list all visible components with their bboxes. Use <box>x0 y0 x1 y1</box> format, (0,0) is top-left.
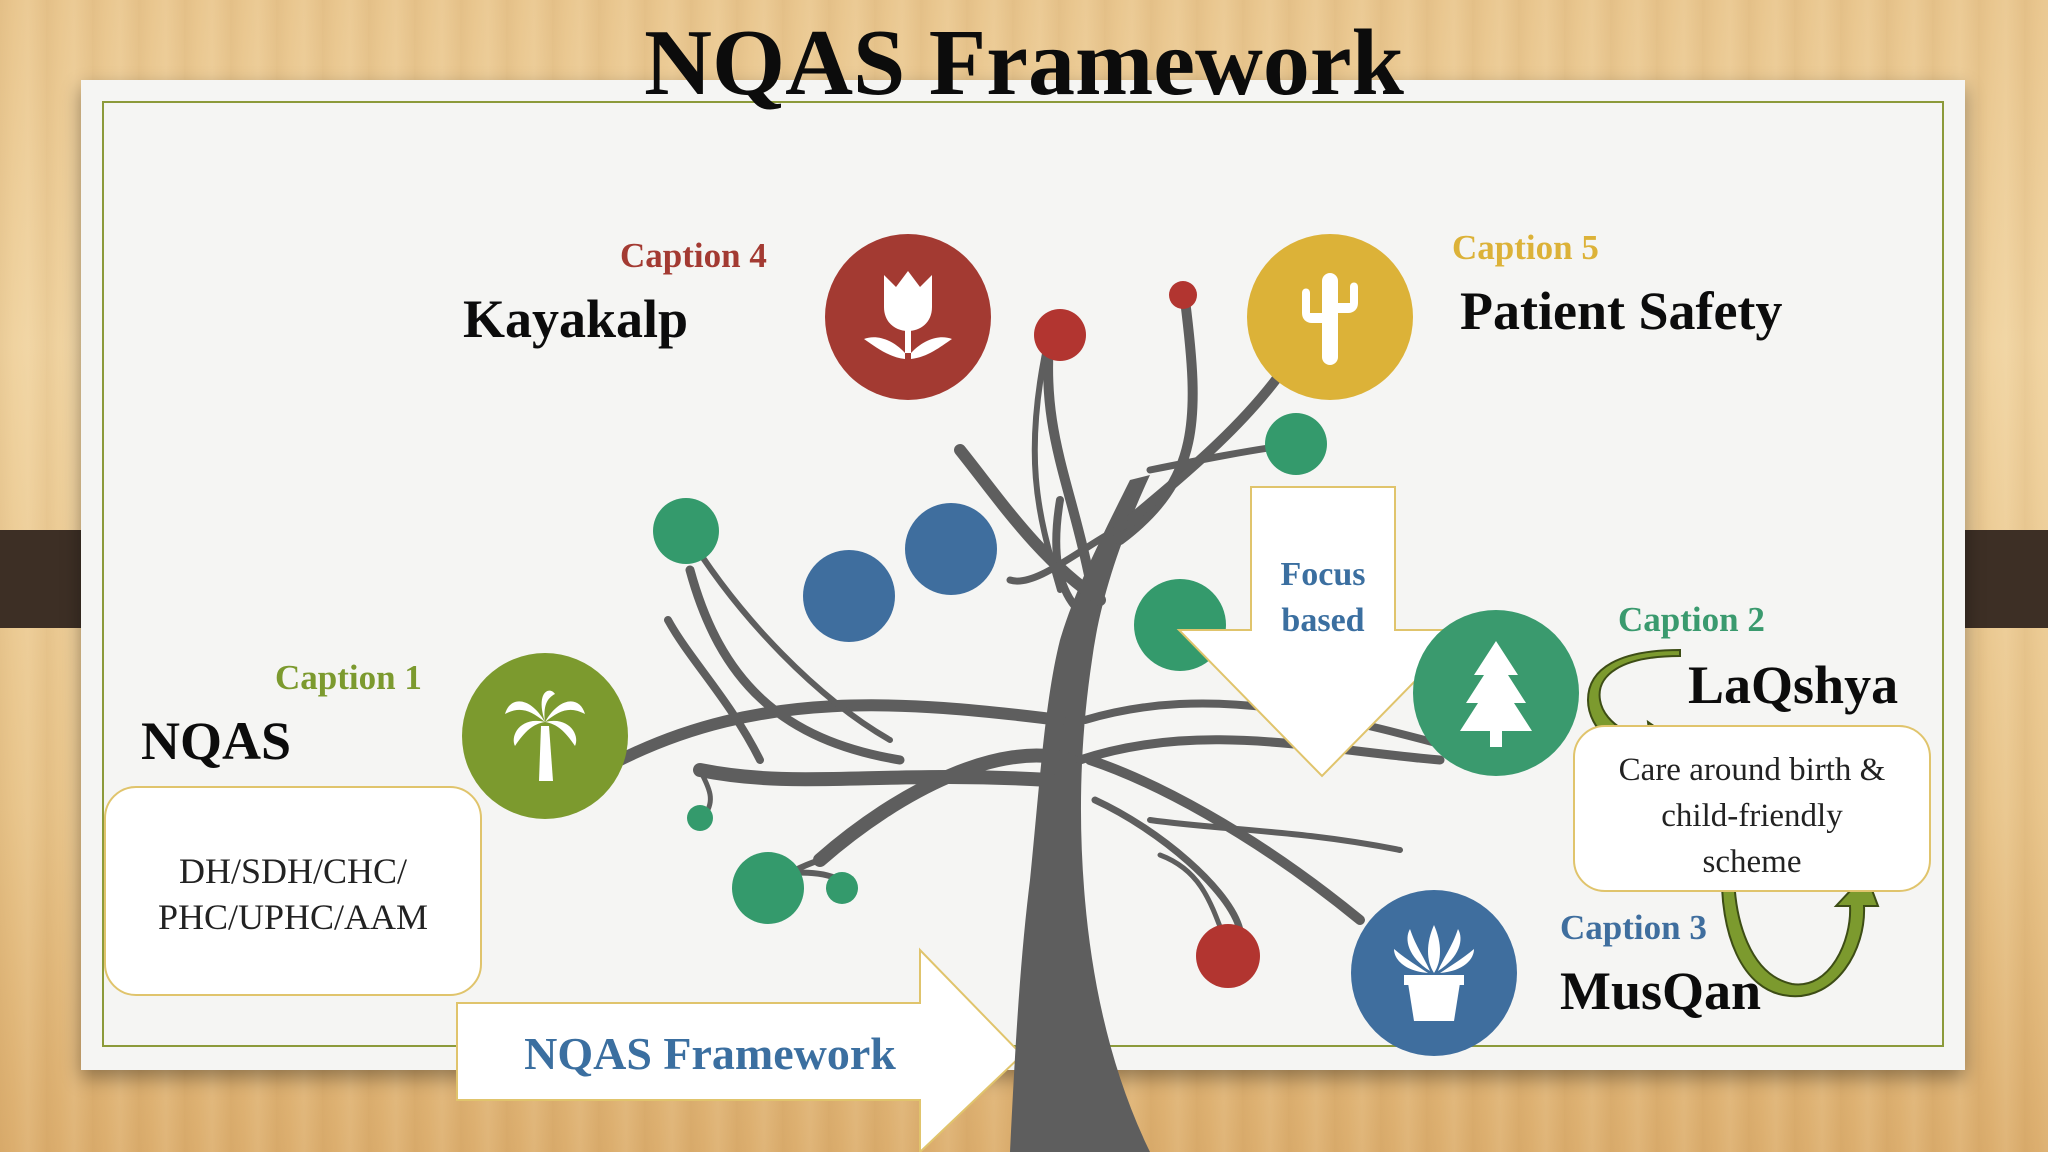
potted-plant-icon <box>1394 925 1474 1021</box>
caption2-heading: LaQshya <box>1688 655 1899 715</box>
tree-trunk <box>1010 475 1150 1152</box>
caption1-label: Caption 1 <box>275 658 422 697</box>
branch-dot <box>687 805 713 831</box>
cactus-icon <box>1302 273 1358 365</box>
caption2-textbox: Care around birth & child-friendly schem… <box>1573 725 1931 892</box>
caption2-body: Care around birth & child-friendly schem… <box>1618 752 1886 880</box>
tulip-icon <box>864 271 952 359</box>
right-arrow-shape <box>456 947 1024 1152</box>
pine-tree-icon <box>1460 641 1532 747</box>
branch-dot <box>653 498 719 564</box>
branch-dot <box>1034 309 1086 361</box>
caption4-heading: Kayakalp <box>463 289 689 349</box>
caption4-label: Caption 4 <box>620 236 767 275</box>
branch-dot <box>905 503 997 595</box>
caption1-heading: NQAS <box>141 711 292 771</box>
u-turn-arrow-icon <box>1720 869 1880 998</box>
branch-dot <box>803 550 895 642</box>
caption3-label: Caption 3 <box>1560 908 1707 947</box>
caption1-body: DH/SDH/CHC/ PHC/UPHC/AAM <box>157 851 429 937</box>
right-arrow-label: NQAS Framework <box>524 1028 896 1079</box>
branch-dot <box>1169 281 1197 309</box>
caption2-label: Caption 2 <box>1618 600 1765 639</box>
page-title: NQAS Framework <box>644 11 1404 115</box>
down-arrow-shape <box>1176 486 1468 778</box>
down-arrow-label: Focus based <box>1280 556 1366 639</box>
branch-dot <box>826 872 858 904</box>
palm-tree-icon <box>505 690 585 781</box>
caption5-label: Caption 5 <box>1452 228 1599 267</box>
caption1-textbox: DH/SDH/CHC/ PHC/UPHC/AAM <box>104 786 482 996</box>
caption3-heading: MusQan <box>1560 961 1762 1021</box>
branch-dot <box>732 852 804 924</box>
caption5-heading: Patient Safety <box>1460 281 1783 341</box>
branch-dot <box>1265 413 1327 475</box>
branch-dot <box>1196 924 1260 988</box>
